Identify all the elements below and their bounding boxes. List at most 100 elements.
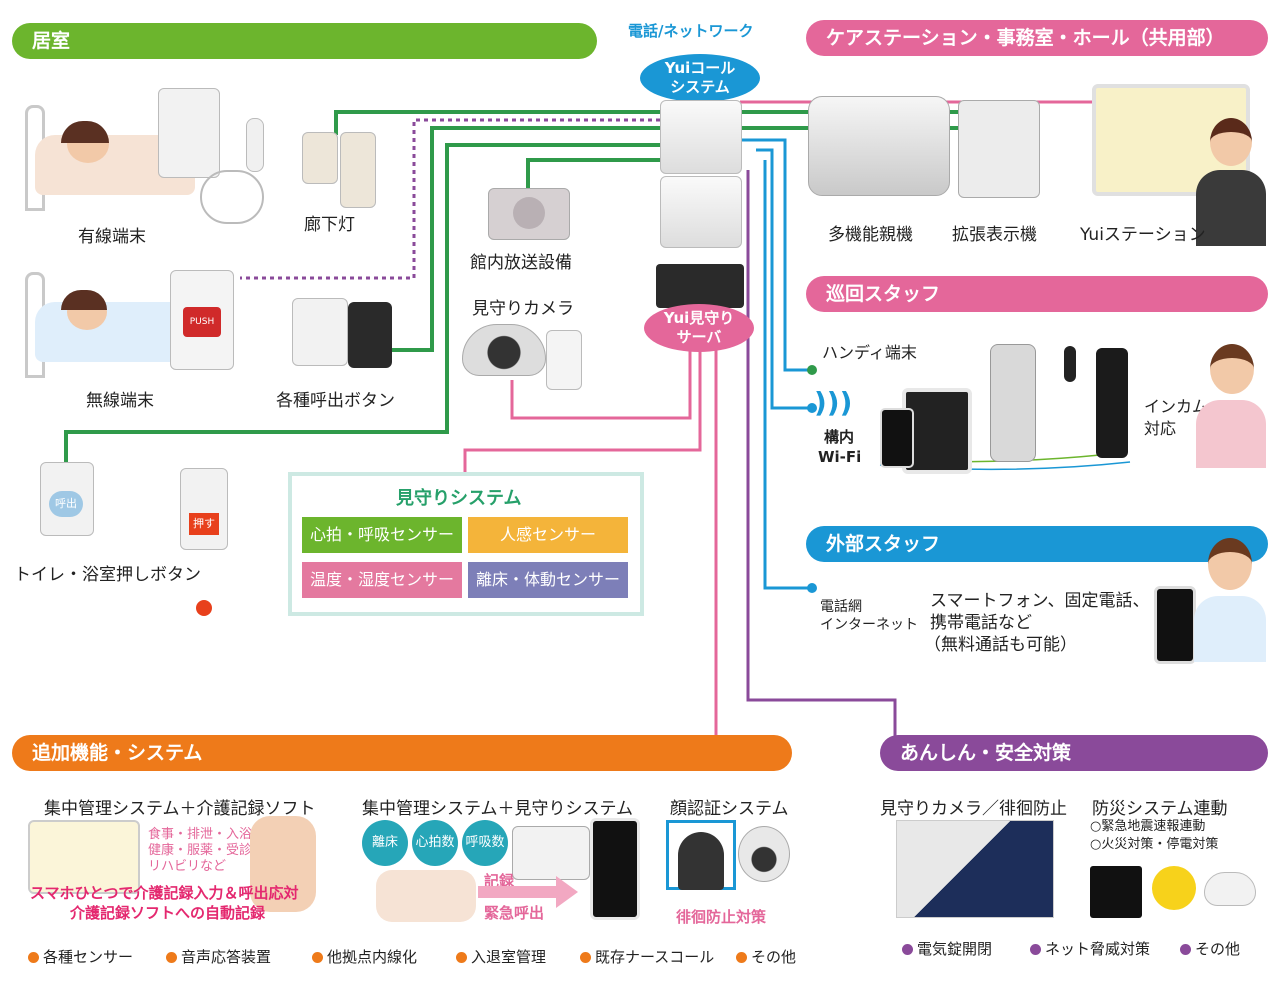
col1-note-1: 食事・排泄・入浴・ bbox=[148, 827, 266, 842]
sensor-motion: 人感センサー bbox=[468, 517, 628, 553]
disaster-item-1: ○緊急地震速報連動 bbox=[1090, 819, 1206, 834]
wifi-icon: ))) bbox=[814, 386, 853, 419]
broadcast-label: 館内放送設備 bbox=[470, 253, 572, 273]
dome-camera bbox=[462, 324, 546, 376]
yui-call-unit-lower bbox=[660, 176, 742, 248]
network-label: 電話/ネットワーク bbox=[628, 22, 754, 40]
yui-call-line2: システム bbox=[670, 78, 730, 96]
additional-footer-2: 音声応答装置 bbox=[166, 946, 271, 967]
hand-smartphone[interactable] bbox=[250, 816, 316, 912]
additional-footer-3: 他拠点内線化 bbox=[312, 946, 417, 967]
handy-terminal-label: ハンディ端末 bbox=[822, 343, 917, 362]
orange-dot-icon bbox=[580, 952, 591, 963]
intercom-radio[interactable] bbox=[1096, 348, 1128, 458]
col1-caption-2: 介護記録ソフトへの自動記録 bbox=[70, 904, 266, 922]
col1-caption-1: スマホひとつで介護記録入力＆呼出応対 bbox=[30, 884, 299, 902]
external-desc-line2: 携帯電話など bbox=[930, 613, 1032, 633]
broadcast-speaker bbox=[488, 188, 570, 240]
additional-col3-title: 顔認証システム bbox=[670, 799, 789, 819]
orange-dot-icon bbox=[312, 952, 323, 963]
handy-phone-device[interactable] bbox=[990, 344, 1036, 462]
col1-note-2: 健康・服薬・受診・ bbox=[148, 843, 266, 858]
external-desc-line1: スマートフォン、固定電話、 bbox=[930, 591, 1150, 611]
additional-footer-1: 各種センサー bbox=[28, 946, 133, 967]
header-safety: あんしん・安全対策 bbox=[880, 735, 1268, 771]
earpiece-device bbox=[1064, 346, 1076, 382]
handset-icon[interactable] bbox=[246, 118, 264, 172]
external-desc-line3: （無料通話も可能） bbox=[924, 635, 1077, 655]
ups-device bbox=[1090, 866, 1142, 918]
additional-footer-5: 既存ナースコール bbox=[580, 946, 714, 967]
orange-dot-icon bbox=[736, 952, 747, 963]
camera-label: 見守りカメラ bbox=[472, 299, 574, 319]
intercom-label-line1: インカム bbox=[1144, 397, 1209, 416]
smartphone-device[interactable] bbox=[880, 408, 914, 468]
yui-call-line1: Yuiコール bbox=[664, 59, 736, 77]
orange-dot-icon bbox=[28, 952, 39, 963]
yui-server-bubble: Yui見守り サーバ bbox=[644, 304, 754, 352]
toilet-button-2[interactable]: 押す bbox=[180, 468, 228, 550]
corridor-light-label: 廊下灯 bbox=[304, 215, 355, 235]
safety-footer-text-1: 電気錠開閉 bbox=[917, 940, 993, 958]
call-button-black[interactable] bbox=[348, 302, 392, 368]
additional-col2-title: 集中管理システム＋見守りシステム bbox=[362, 799, 633, 819]
col2-monitor bbox=[512, 826, 590, 880]
management-monitor bbox=[28, 820, 140, 894]
yui-server-line1: Yui見守り bbox=[663, 309, 735, 327]
col2-patient bbox=[376, 870, 476, 922]
yui-station-label: Yuiステーション bbox=[1080, 225, 1206, 245]
additional-footer-text-2: 音声応答装置 bbox=[181, 948, 272, 966]
col2-record-label: 記録 bbox=[484, 872, 515, 890]
header-external: 外部スタッフ bbox=[806, 526, 1268, 562]
external-network-line2: インターネット bbox=[820, 617, 918, 633]
external-smartphone[interactable] bbox=[1154, 586, 1196, 664]
mimamori-title: 見守りシステム bbox=[396, 488, 522, 509]
yui-call-bubble: Yuiコール システム bbox=[640, 54, 760, 102]
push-button[interactable]: PUSH bbox=[183, 307, 221, 337]
circle-kokyuu: 呼吸数 bbox=[462, 820, 508, 866]
smoke-detector-icon bbox=[1204, 872, 1256, 906]
yui-server-line2: サーバ bbox=[676, 328, 722, 346]
col3-caption: 徘徊防止対策 bbox=[676, 908, 767, 926]
pull-cord-ball[interactable] bbox=[196, 600, 212, 616]
toilet-button-label: トイレ・浴室押しボタン bbox=[14, 565, 201, 585]
toilet-button-1[interactable]: 呼出 bbox=[40, 462, 94, 536]
col2-smartphone[interactable] bbox=[590, 818, 640, 920]
wifi-label-line1: 構内 bbox=[824, 428, 855, 446]
corridor-light-2 bbox=[340, 132, 376, 208]
call-button-white[interactable] bbox=[292, 298, 348, 366]
wired-terminal[interactable] bbox=[158, 88, 220, 178]
header-care-station: ケアステーション・事務室・ホール（共用部） bbox=[806, 20, 1268, 56]
call-buttons-label: 各種呼出ボタン bbox=[276, 391, 395, 411]
extension-display bbox=[958, 100, 1040, 198]
header-room: 居室 bbox=[12, 23, 597, 59]
additional-footer-text-6: その他 bbox=[751, 948, 797, 966]
col1-note-3: リハビリなど bbox=[148, 859, 227, 874]
yui-server-box bbox=[656, 264, 744, 308]
cord-icon bbox=[200, 170, 264, 224]
safety-footer-2: ネット脅威対策 bbox=[1030, 938, 1150, 959]
arrow-icon bbox=[478, 886, 558, 898]
patrol-staff-avatar bbox=[1196, 344, 1266, 468]
yui-call-unit bbox=[660, 100, 742, 174]
disaster-title: 防災システム連動 bbox=[1092, 799, 1228, 819]
face-icon bbox=[678, 832, 724, 890]
operator-avatar bbox=[1196, 118, 1266, 246]
yobidashi-button[interactable]: 呼出 bbox=[49, 491, 83, 517]
osu-button[interactable]: 押す bbox=[189, 513, 219, 535]
safety-footer-3: その他 bbox=[1180, 938, 1240, 959]
additional-footer-text-1: 各種センサー bbox=[43, 948, 134, 966]
sensor-bed-leave: 離床・体動センサー bbox=[468, 562, 628, 598]
circle-shinpaku: 心拍数 bbox=[412, 820, 458, 866]
multi-function-phone[interactable] bbox=[808, 96, 950, 196]
header-additional: 追加機能・システム bbox=[12, 735, 792, 771]
security-camera-icon bbox=[738, 826, 790, 882]
orange-dot-icon bbox=[456, 952, 467, 963]
purple-dot-icon bbox=[1180, 944, 1191, 955]
wired-terminal-label: 有線端末 bbox=[78, 227, 146, 247]
wireless-terminal[interactable]: PUSH bbox=[170, 270, 234, 370]
safety-footer-text-3: その他 bbox=[1195, 940, 1241, 958]
ext-display-label: 拡張表示機 bbox=[952, 225, 1037, 245]
safety-footer-1: 電気錠開閉 bbox=[902, 938, 992, 959]
alarm-mascot-icon bbox=[1152, 866, 1196, 910]
